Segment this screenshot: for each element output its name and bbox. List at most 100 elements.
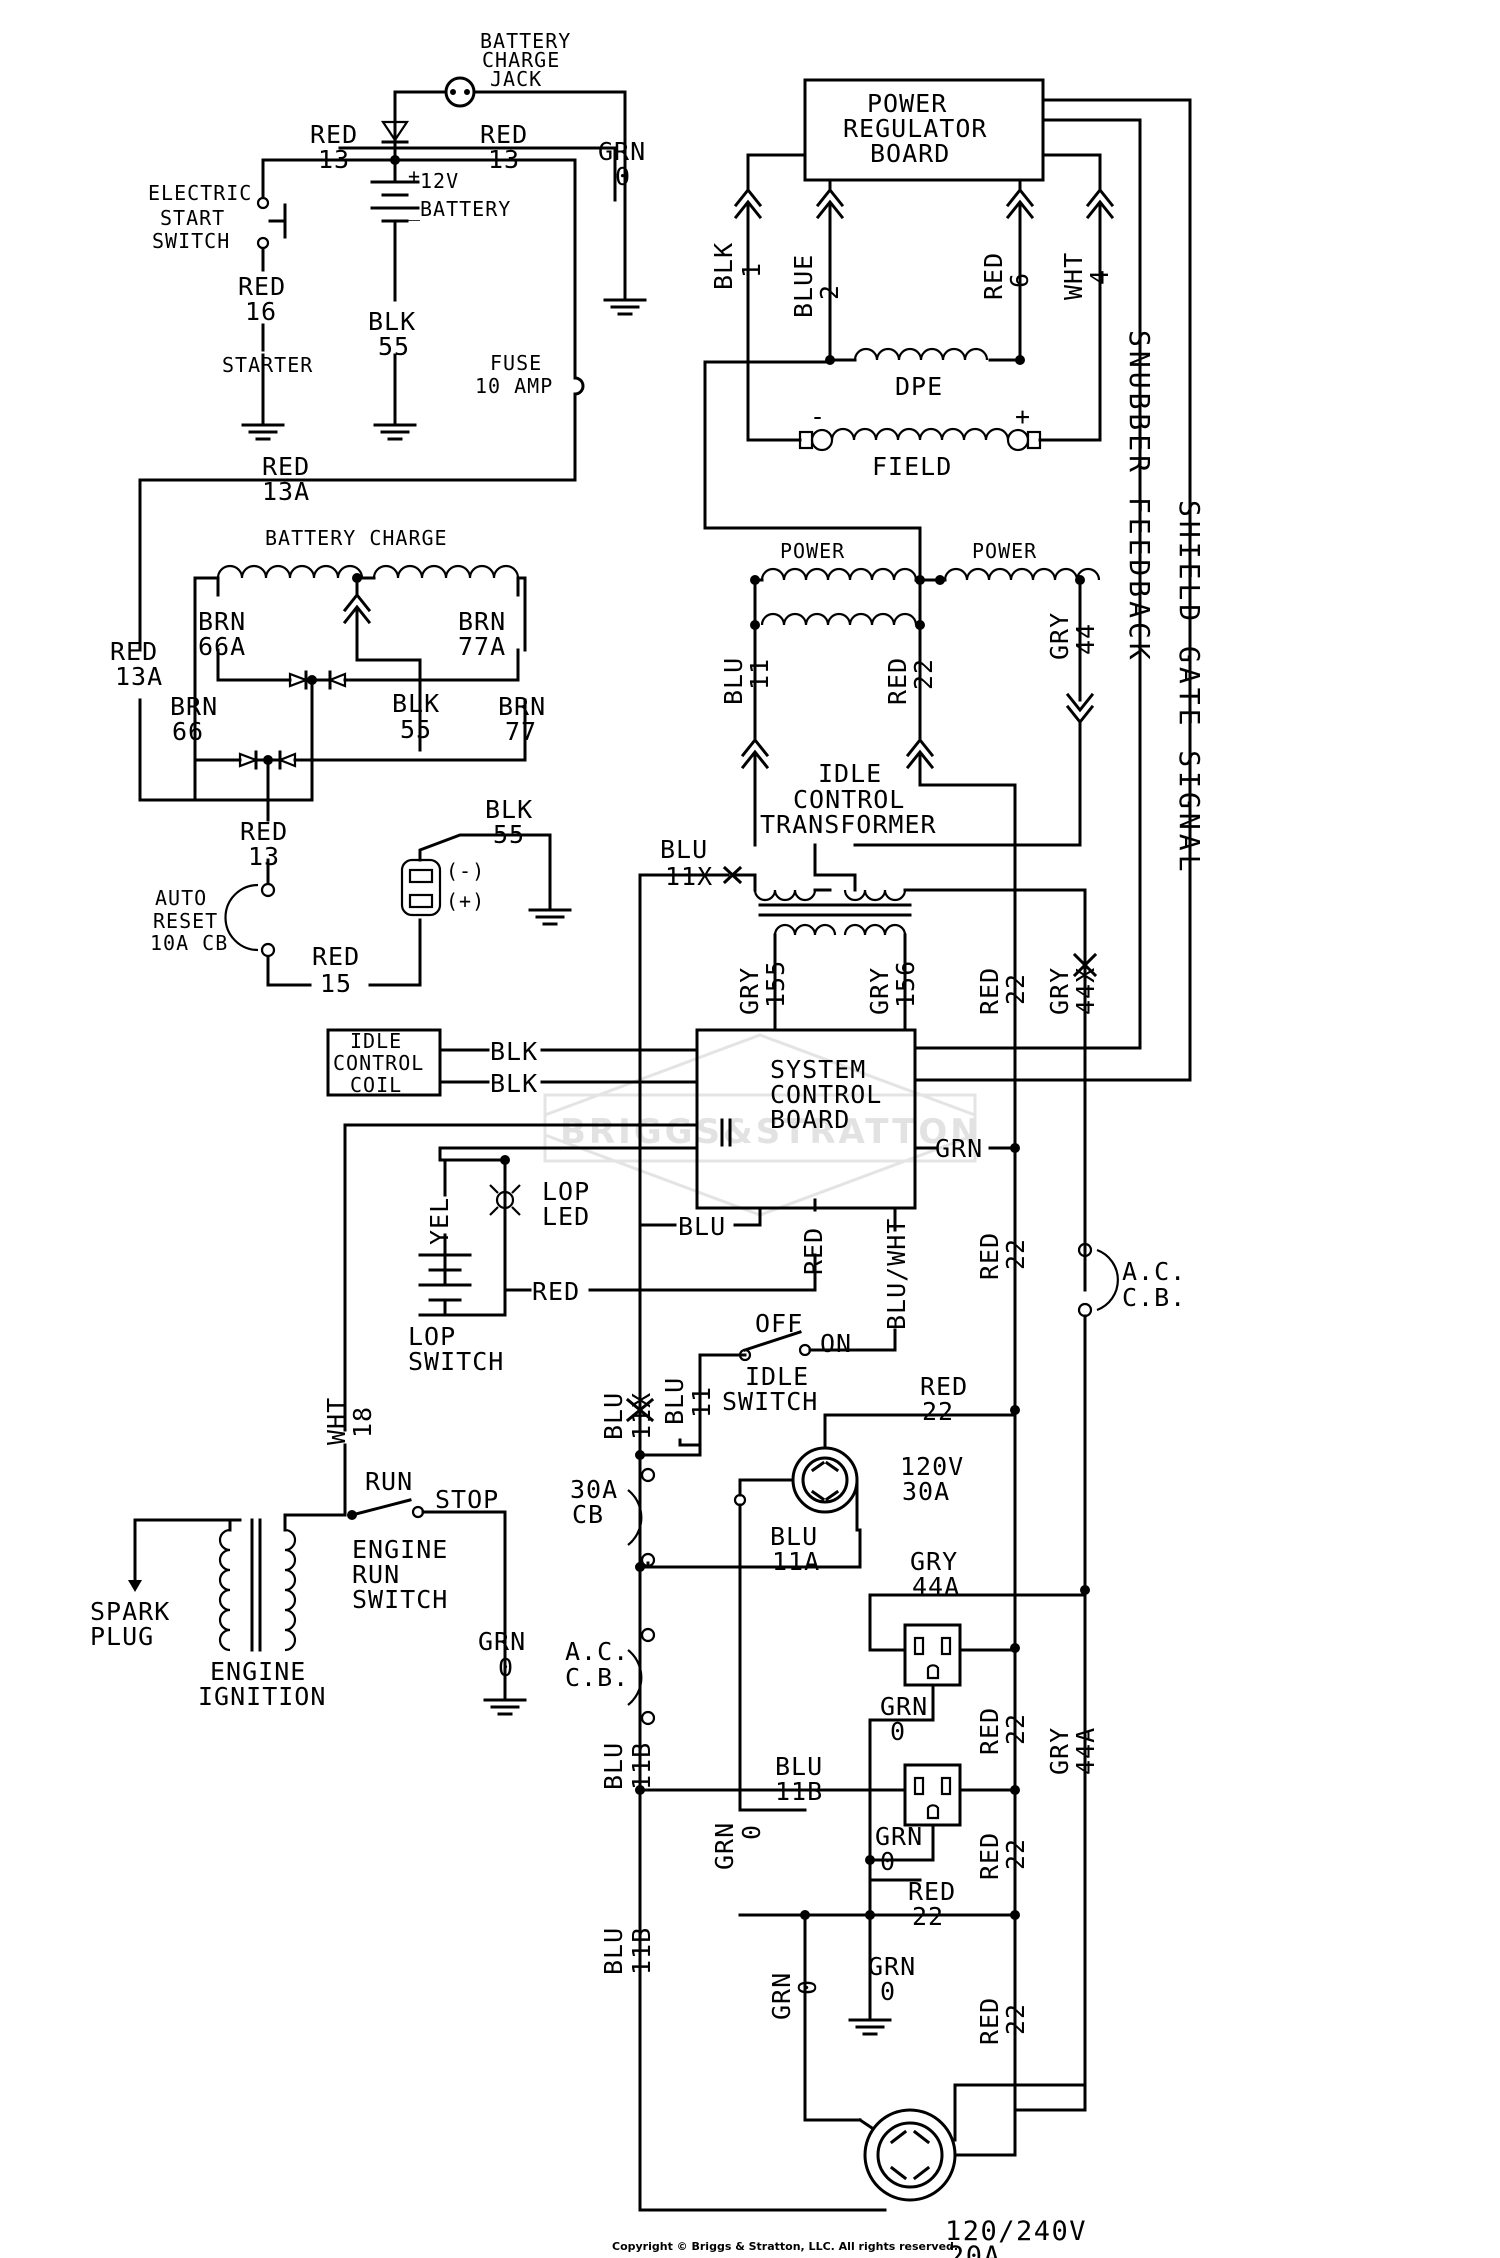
svg-text:SHIELD GATE SIGNAL: SHIELD GATE SIGNAL — [1173, 500, 1206, 875]
svg-text:44: 44 — [1071, 623, 1100, 655]
svg-text:BLU: BLU — [660, 835, 708, 864]
svg-text:BLU: BLU — [770, 1522, 818, 1551]
svg-text:0: 0 — [880, 1977, 896, 2006]
svg-text:BLU: BLU — [660, 1377, 689, 1425]
svg-text:GRN: GRN — [935, 1134, 983, 1163]
svg-text:(-): (-) — [446, 859, 485, 883]
svg-text:66A: 66A — [198, 632, 246, 661]
svg-text:RESET: RESET — [153, 909, 218, 933]
svg-text:0: 0 — [615, 162, 631, 191]
svg-text:BLK: BLK — [709, 242, 738, 290]
svg-text:SNUBBER FEEDBACK: SNUBBER FEEDBACK — [1123, 330, 1156, 664]
svg-text:GRY: GRY — [735, 967, 764, 1015]
svg-text:10 AMP: 10 AMP — [475, 374, 553, 398]
svg-text:RED: RED — [975, 1832, 1004, 1880]
svg-text:(+): (+) — [446, 889, 485, 913]
svg-text:BLUE: BLUE — [789, 254, 818, 318]
svg-text:2: 2 — [815, 284, 844, 300]
system-control-section: SYSTEM CONTROL BOARD IDLE CONTROL COIL B… — [326, 1028, 1185, 2112]
svg-text:CONTROL: CONTROL — [770, 1080, 882, 1109]
svg-text:55: 55 — [400, 715, 432, 744]
svg-text:TRANSFORMER: TRANSFORMER — [760, 810, 937, 839]
svg-text:20A: 20A — [948, 2241, 1001, 2258]
svg-text:RED: RED — [920, 1372, 968, 1401]
svg-text:22: 22 — [1001, 1238, 1030, 1270]
svg-text:SWITCH: SWITCH — [408, 1347, 504, 1376]
svg-text:LOP: LOP — [408, 1322, 456, 1351]
svg-text:10A CB: 10A CB — [150, 931, 228, 955]
svg-text:155: 155 — [761, 960, 790, 1008]
svg-text:0: 0 — [498, 1653, 514, 1682]
svg-text:16: 16 — [245, 297, 277, 326]
svg-text:13: 13 — [318, 145, 350, 174]
svg-text:BLU: BLU — [775, 1752, 823, 1781]
svg-text:RED: RED — [480, 120, 528, 149]
svg-text:11B: 11B — [775, 1777, 823, 1806]
svg-text:0: 0 — [880, 1847, 896, 1876]
svg-text:77A: 77A — [458, 632, 506, 661]
svg-text:13: 13 — [248, 842, 280, 871]
svg-text:BLU: BLU — [678, 1212, 726, 1241]
svg-text:11: 11 — [687, 1386, 716, 1418]
svg-text:REGULATOR: REGULATOR — [843, 114, 987, 143]
svg-text:BLU: BLU — [719, 657, 748, 705]
svg-text:_: _ — [408, 197, 421, 221]
svg-text:GRY: GRY — [1045, 1727, 1074, 1775]
svg-text:SPARK: SPARK — [90, 1597, 170, 1626]
svg-text:LED: LED — [542, 1202, 590, 1231]
svg-text:RED: RED — [979, 252, 1008, 300]
svg-text:FUSE: FUSE — [490, 351, 542, 375]
svg-text:BATTERY: BATTERY — [480, 29, 571, 53]
svg-text:BLK: BLK — [392, 689, 440, 718]
svg-text:BLU: BLU — [599, 1742, 628, 1790]
svg-text:120V: 120V — [900, 1452, 964, 1481]
svg-text:6: 6 — [1005, 272, 1034, 288]
svg-text:-: - — [810, 402, 826, 431]
svg-text:BATTERY CHARGE: BATTERY CHARGE — [265, 526, 448, 550]
svg-text:11B: 11B — [627, 1742, 656, 1790]
system-control-board — [695, 1028, 917, 1210]
svg-text:ENGINE: ENGINE — [210, 1657, 306, 1686]
svg-text:RED: RED — [238, 272, 286, 301]
svg-text:GRN: GRN — [880, 1692, 928, 1721]
svg-text:RED: RED — [310, 120, 358, 149]
svg-text:WHT: WHT — [1059, 252, 1088, 300]
svg-text:SYSTEM: SYSTEM — [770, 1055, 866, 1084]
svg-text:C.B.: C.B. — [565, 1663, 629, 1692]
svg-text:13: 13 — [488, 145, 520, 174]
svg-text:BATTERY: BATTERY — [420, 197, 511, 221]
svg-text:A.C.: A.C. — [565, 1637, 629, 1666]
copyright-notice: Copyright © Briggs & Stratton, LLC. All … — [612, 2240, 958, 2253]
svg-text:STARTER: STARTER — [222, 353, 313, 377]
svg-text:GRN: GRN — [710, 1822, 739, 1870]
svg-text:ELECTRIC: ELECTRIC — [148, 181, 252, 205]
svg-text:RED: RED — [262, 452, 310, 481]
svg-text:156: 156 — [891, 960, 920, 1008]
svg-text:120/240V: 120/240V — [945, 2216, 1087, 2247]
svg-text:CONTROL: CONTROL — [793, 785, 905, 814]
svg-text:GRN: GRN — [767, 1972, 796, 2020]
svg-text:WHT: WHT — [322, 1397, 351, 1445]
svg-text:GRN: GRN — [478, 1627, 526, 1656]
svg-text:BRIGGS&STRATTON: BRIGGS&STRATTON — [560, 1112, 982, 1152]
idle-control-coil — [326, 1028, 442, 1097]
svg-text:GRY: GRY — [1045, 612, 1074, 660]
svg-text:22: 22 — [1001, 1713, 1030, 1745]
svg-text:BRN: BRN — [458, 607, 506, 636]
svg-text:SWITCH: SWITCH — [352, 1585, 448, 1614]
svg-text:STOP: STOP — [435, 1485, 499, 1514]
svg-text:DPE: DPE — [895, 372, 943, 401]
svg-text:BLU/WHT: BLU/WHT — [882, 1218, 911, 1330]
svg-text:RUN: RUN — [352, 1560, 400, 1589]
svg-text:START: START — [160, 206, 225, 230]
svg-text:22: 22 — [912, 1902, 944, 1931]
svg-text:RED: RED — [799, 1227, 828, 1275]
svg-text:0: 0 — [793, 1979, 822, 1995]
svg-text:44A: 44A — [912, 1572, 960, 1601]
stator-section: POWER POWER BLU 11 RED 22 GRY 44 IDLE CO… — [638, 539, 1101, 2212]
svg-text:CHARGE: CHARGE — [482, 48, 560, 72]
svg-text:SWITCH: SWITCH — [152, 229, 230, 253]
svg-text:30A: 30A — [902, 1477, 950, 1506]
svg-text:BLK: BLK — [485, 795, 533, 824]
